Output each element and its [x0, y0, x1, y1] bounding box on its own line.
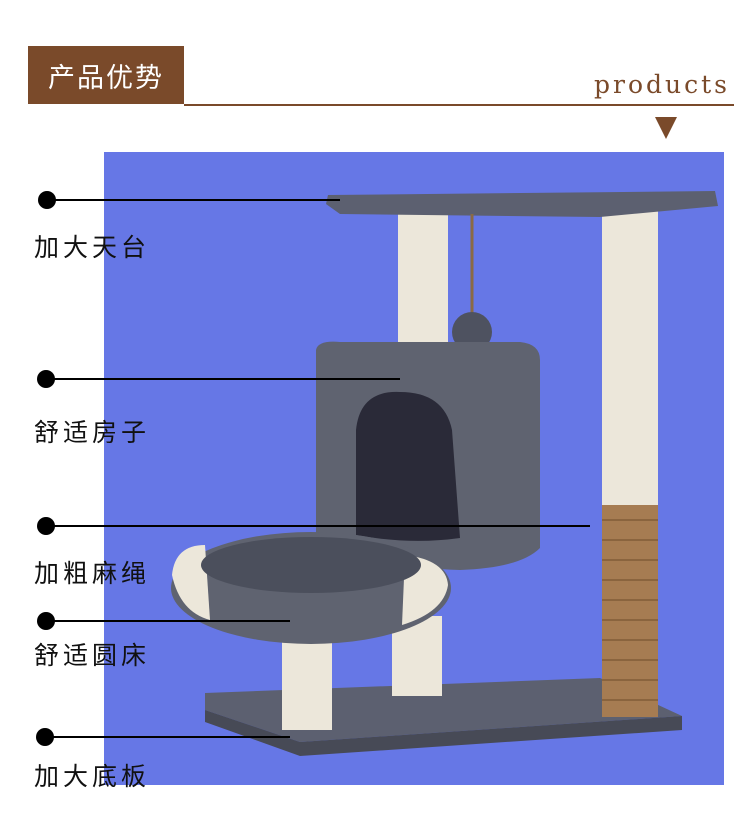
top-post — [398, 208, 448, 348]
callout-line-base-board — [47, 736, 290, 738]
callout-label-sisal-rope: 加粗麻绳 — [34, 559, 151, 588]
top-platform — [326, 191, 718, 217]
callout-label-base-board: 加大底板 — [34, 762, 151, 791]
house-doorway — [356, 391, 460, 541]
sisal-rope — [602, 505, 658, 717]
callout-line-round-bed — [48, 620, 290, 622]
products-label: products — [594, 70, 730, 99]
right-post — [602, 205, 658, 505]
callout-line-sisal-rope — [48, 525, 590, 527]
header-divider — [184, 104, 734, 106]
callout-dot-house — [37, 370, 55, 388]
section-title-tag: 产品优势 — [28, 46, 184, 104]
callout-label-top-platform: 加大天台 — [34, 233, 151, 262]
callout-line-top-platform — [50, 199, 340, 201]
down-arrow-icon — [655, 117, 677, 139]
callout-line-house — [48, 378, 400, 380]
callout-dot-top-platform — [38, 191, 56, 209]
callout-dot-base-board — [36, 728, 54, 746]
callout-dot-sisal-rope — [37, 517, 55, 535]
callout-dot-round-bed — [37, 612, 55, 630]
callout-label-house: 舒适房子 — [34, 418, 151, 447]
callout-label-round-bed: 舒适圆床 — [34, 641, 151, 670]
